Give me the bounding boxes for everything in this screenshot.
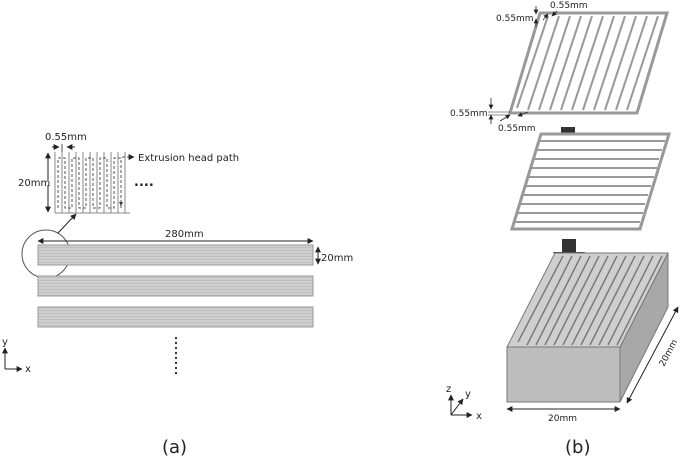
mid-gap-dimension <box>488 98 529 124</box>
block-depth-dimension <box>626 306 679 404</box>
strip-height-label: 20mm <box>321 253 353 264</box>
axis-y-label-a: y <box>2 337 8 348</box>
magnify-pointer <box>57 213 77 234</box>
more-strips-dots <box>174 336 178 375</box>
bead-width-dimension <box>52 144 75 152</box>
strip-1 <box>37 244 314 266</box>
bead-width-label: 0.55mm <box>45 132 87 143</box>
axis-x-label-b: x <box>476 411 482 422</box>
length-label: 280mm <box>165 229 204 240</box>
mid-left-label: 0.55mm <box>450 109 488 119</box>
axis-x-label-a: x <box>25 364 31 375</box>
caption-b: (b) <box>565 437 590 458</box>
mid-bottom-label: 0.55mm <box>498 124 536 134</box>
panel-a: Extrusion head path .... 0.55mm 20mm 280… <box>1 132 353 458</box>
axes-a <box>1 347 23 372</box>
continuation-dots: .... <box>134 175 154 190</box>
block-width-label: 20mm <box>548 414 577 424</box>
strip-3 <box>37 306 314 328</box>
top-gap-label: 0.55mm <box>550 1 588 11</box>
top-gap-dimension <box>533 6 558 27</box>
extrusion-path-label: Extrusion head path <box>138 153 239 164</box>
printed-block <box>506 252 669 403</box>
axes-b <box>448 394 473 418</box>
axis-z-label-b: z <box>446 384 451 395</box>
block-depth-label: 20mm <box>658 338 680 368</box>
inset-height-label: 20mm <box>18 178 50 189</box>
strip-2 <box>37 275 314 297</box>
top-left-label: 0.55mm <box>496 14 534 24</box>
axis-y-label-b: y <box>465 389 471 400</box>
panel-b: 0.55mm 0.55mm 0.55mm 0.55mm <box>446 1 680 458</box>
layer-top <box>507 11 670 115</box>
caption-a: (a) <box>162 437 187 458</box>
layer-middle <box>509 132 672 231</box>
extrusion-path-inset <box>54 152 135 214</box>
